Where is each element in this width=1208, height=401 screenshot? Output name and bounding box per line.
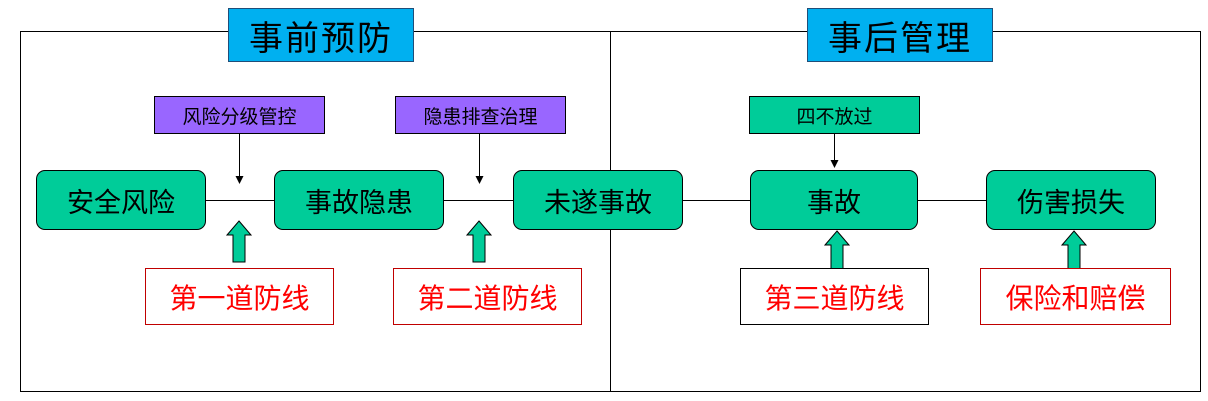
up-block-arrow — [225, 220, 253, 263]
node-accident-hazard: 事故隐患 — [274, 170, 444, 230]
note-text: 四不放过 — [796, 105, 873, 128]
connector-line — [682, 200, 752, 201]
defense-first: 第一道防线 — [145, 268, 334, 325]
connector-line — [205, 200, 277, 201]
up-block-arrow — [823, 230, 851, 273]
section-title-text: 事前预防 — [249, 18, 393, 59]
note-four-no-pass: 四不放过 — [749, 96, 920, 134]
defense-insurance: 保险和赔偿 — [980, 268, 1171, 325]
up-block-arrow — [1060, 230, 1088, 273]
node-label: 未遂事故 — [544, 187, 652, 219]
section-title-post-management: 事后管理 — [807, 8, 993, 62]
defense-label: 保险和赔偿 — [1005, 281, 1146, 315]
defense-label: 第一道防线 — [169, 281, 310, 315]
node-label: 事故 — [807, 187, 861, 219]
defense-second: 第二道防线 — [393, 268, 582, 325]
defense-label: 第三道防线 — [764, 281, 905, 315]
node-injury-loss: 伤害损失 — [986, 170, 1156, 230]
node-label: 安全风险 — [67, 187, 175, 219]
up-block-arrow — [465, 220, 493, 263]
section-title-text: 事后管理 — [828, 18, 972, 59]
note-text: 风险分级管控 — [182, 105, 297, 128]
note-hazard-governance: 隐患排查治理 — [395, 96, 566, 134]
note-text: 隐患排查治理 — [423, 105, 538, 128]
defense-label: 第二道防线 — [417, 281, 558, 315]
node-label: 事故隐患 — [305, 187, 413, 219]
node-near-miss: 未遂事故 — [513, 170, 683, 230]
node-accident: 事故 — [750, 170, 918, 230]
node-label: 伤害损失 — [1017, 187, 1125, 219]
note-risk-control: 风险分级管控 — [154, 96, 325, 134]
section-title-pre-prevention: 事前预防 — [228, 8, 414, 62]
connector-line — [917, 200, 987, 201]
defense-third: 第三道防线 — [740, 268, 929, 325]
node-safety-risk: 安全风险 — [36, 170, 206, 230]
connector-line — [443, 200, 515, 201]
